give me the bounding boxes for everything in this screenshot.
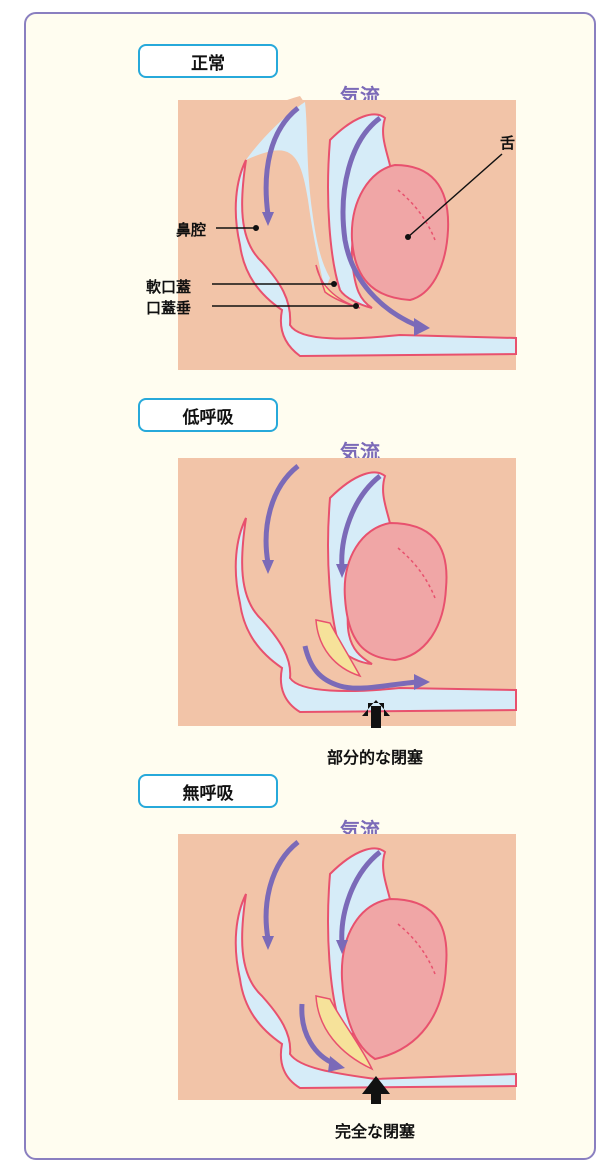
- airway-illustration-hypopnea: [0, 358, 602, 728]
- airway-illustration-apnea: [0, 734, 602, 1104]
- label-tongue: 舌: [500, 132, 515, 153]
- panel-normal: 正常 気流 鼻腔 軟口蓋 口蓋垂 舌: [0, 0, 602, 370]
- airway-illustration-normal: [0, 0, 602, 370]
- occlusion-label-complete: 完全な閉塞: [300, 1118, 450, 1142]
- panel-hypopnea: 低呼吸 気流 部分的な閉塞: [0, 358, 602, 728]
- label-uvula: 口蓋垂: [146, 297, 191, 318]
- panel-apnea: 無呼吸 気流 完全な閉塞: [0, 734, 602, 1104]
- label-soft-palate: 軟口蓋: [146, 276, 191, 297]
- label-nasal-cavity: 鼻腔: [176, 219, 206, 240]
